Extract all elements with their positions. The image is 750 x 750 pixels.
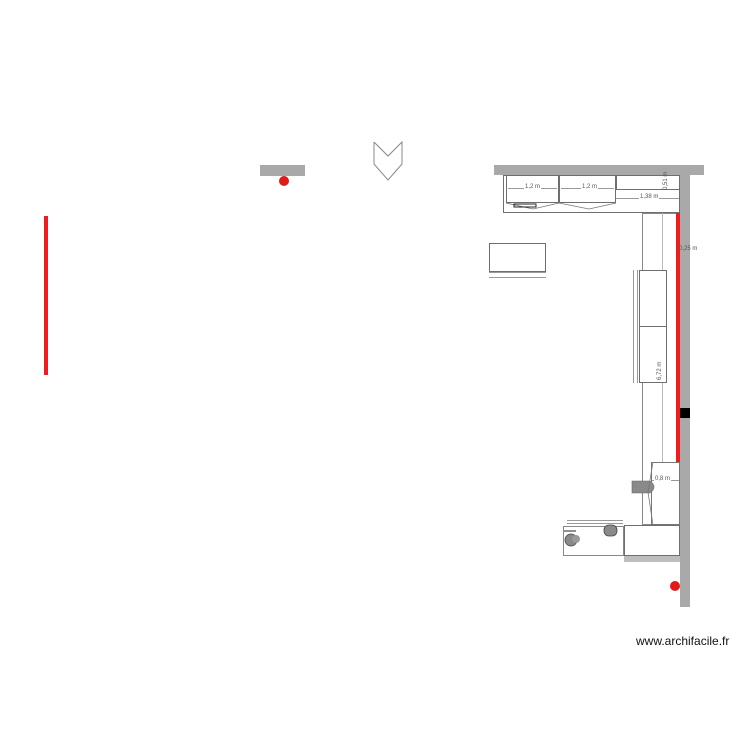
dim-label-top-cabinet-1: 1,2 m — [524, 184, 542, 190]
tall-unit-side-lines — [633, 270, 638, 383]
desk[interactable] — [563, 526, 624, 556]
island-unit[interactable] — [489, 243, 546, 272]
desk-shelf-lines — [567, 520, 623, 524]
chair-icon[interactable] — [563, 530, 583, 550]
dim-label-top-cabinet-2: 1,2 m — [581, 184, 599, 190]
tall-unit-2[interactable] — [639, 326, 667, 383]
cabinet-door-swing-icons — [505, 202, 617, 210]
top-wall[interactable] — [494, 165, 704, 175]
chair-icon[interactable] — [602, 524, 620, 538]
island-shelf-lines — [489, 272, 546, 278]
lower-right-unit[interactable] — [651, 462, 680, 525]
bottom-counter-shadow — [624, 556, 680, 562]
tall-unit-1[interactable] — [639, 270, 667, 327]
top-cabinet-3[interactable] — [616, 175, 680, 190]
watermark[interactable]: www.archifacile.fr — [636, 634, 730, 648]
door-icon — [647, 461, 654, 526]
right-wall[interactable] — [680, 175, 690, 607]
wall-column-marker[interactable] — [680, 408, 690, 418]
right-red-wall-line[interactable] — [676, 213, 680, 463]
bottom-counter[interactable] — [624, 525, 680, 556]
electric-outlet-dot-icon[interactable] — [279, 176, 289, 186]
dim-label-bottom-right-width: 0,8 m — [654, 476, 672, 482]
dim-label-right-run-length: 6,72 m — [657, 361, 663, 380]
north-arrow-icon — [373, 140, 403, 181]
dim-label-top-right-width: 1,38 m — [639, 194, 660, 200]
left-red-wall-line[interactable] — [44, 216, 48, 375]
dim-label-top-right-depth: 0,51 m — [663, 171, 669, 190]
small-wall-segment[interactable] — [260, 165, 305, 176]
dim-label-right-wall-gap: 0,25 m — [679, 246, 698, 252]
electric-outlet-dot-icon[interactable] — [670, 581, 680, 591]
